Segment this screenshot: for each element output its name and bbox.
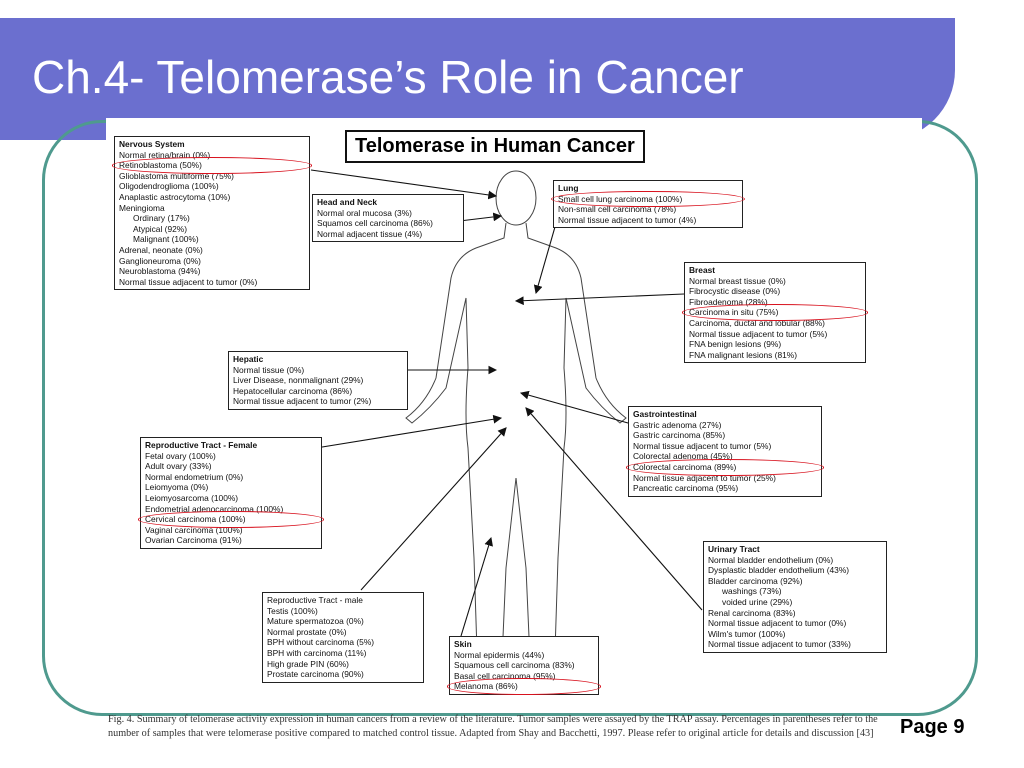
- list-item: Vaginal carcinoma (100%): [145, 524, 243, 535]
- box-heading: Hepatic: [233, 354, 264, 364]
- list-item: BPH without carcinoma (5%): [267, 637, 375, 648]
- list-item: Anaplastic astrocytoma (10%): [119, 191, 231, 202]
- list-item: Small cell lung carcinoma (100%): [551, 190, 745, 207]
- list-item: FNA malignant lesions (81%): [689, 349, 797, 360]
- list-item: High grade PIN (60%): [267, 658, 349, 669]
- list-item: Ovarian Carcinoma (91%): [145, 535, 242, 546]
- list-item: Endometrial adenocarcinoma (100%): [145, 503, 284, 514]
- list-item: Malignant (100%): [133, 234, 199, 245]
- list-item: Testis (100%): [267, 605, 318, 616]
- figure-caption: Fig. 4. Summary of telomerase activity e…: [108, 714, 878, 739]
- box-heading: Reproductive Tract - Female: [145, 440, 258, 450]
- list-item: Leiomyoma (0%): [145, 482, 209, 493]
- list-item: Gastric carcinoma (85%): [633, 430, 726, 441]
- list-item: Dysplastic bladder endothelium (43%): [708, 565, 850, 576]
- box-heading: Head and Neck: [317, 197, 378, 207]
- box-heading: Breast: [689, 265, 716, 275]
- list-item: Retinoblastoma (50%): [112, 157, 312, 174]
- reproductive-male-box: Reproductive Tract - male Testis (100%) …: [262, 592, 424, 683]
- list-item: Bladder carcinoma (92%): [708, 575, 803, 586]
- list-item: Cervical carcinoma (100%): [138, 511, 324, 528]
- title-banner: [0, 0, 955, 140]
- urinary-tract-box: Urinary Tract Normal bladder endothelium…: [703, 541, 887, 653]
- list-item: Non-small cell carcinoma (78%): [558, 204, 677, 215]
- list-item: Basal cell carcinoma (95%): [454, 670, 556, 681]
- list-item: Normal tissue adjacent to tumor (4%): [558, 214, 697, 225]
- list-item: Normal tissue (0%): [233, 364, 305, 375]
- top-margin: [0, 0, 1024, 18]
- list-item: Adult ovary (33%): [145, 461, 212, 472]
- list-item: Fibrocystic disease (0%): [689, 286, 781, 297]
- list-item: Glioblastoma multiforme (75%): [119, 170, 234, 181]
- list-item: Carcinoma in situ (75%): [682, 304, 868, 321]
- body-outline: [405, 170, 627, 684]
- list-item: BPH with carcinoma (11%): [267, 647, 367, 658]
- list-item: Adrenal, neonate (0%): [119, 244, 203, 255]
- list-item: Leiomyosarcoma (100%): [145, 492, 239, 503]
- list-item: Normal breast tissue (0%): [689, 275, 786, 286]
- page-number: Page 9: [900, 716, 965, 738]
- list-item: Fetal ovary (100%): [145, 450, 216, 461]
- list-item: Normal oral mucosa (3%): [317, 207, 412, 218]
- list-item: Meningioma: [119, 202, 165, 213]
- list-item: Normal bladder endothelium (0%): [708, 554, 834, 565]
- reproductive-female-box: Reproductive Tract - Female Fetal ovary …: [138, 437, 324, 549]
- list-item: Ganglioneuroma (0%): [119, 255, 201, 266]
- list-item: Squamos cell carcinoma (86%): [317, 218, 433, 229]
- list-item: Normal tissue adjacent to tumor (0%): [708, 618, 847, 629]
- list-item: Fibroadenoma (28%): [689, 296, 768, 307]
- list-item: voided urine (29%): [722, 596, 793, 607]
- list-item: washings (73%): [722, 586, 782, 597]
- list-item: Atypical (92%): [133, 223, 187, 234]
- list-item: Gastric adenoma (27%): [633, 419, 722, 430]
- hepatic-box: Hepatic Normal tissue (0%) Liver Disease…: [228, 351, 408, 410]
- list-item: Normal tissue adjacent to tumor (2%): [233, 396, 372, 407]
- box-heading: Lung: [558, 183, 579, 193]
- lung-box: Lung Small cell lung carcinoma (100%) No…: [551, 180, 745, 229]
- list-item: Colorectal adenoma (45%): [633, 451, 733, 462]
- figure-title: Telomerase in Human Cancer: [345, 130, 645, 163]
- list-item: Normal tissue adjacent to tumor (5%): [689, 328, 828, 339]
- list-item: Normal tissue adjacent to tumor (33%): [708, 639, 851, 650]
- list-item: Prostate carcinoma (90%): [267, 669, 364, 680]
- box-heading: Skin: [454, 639, 472, 649]
- list-item: Carcinoma, ductal and lobular (88%): [689, 317, 825, 328]
- list-item: Normal adjacent tissue (4%): [317, 228, 423, 239]
- breast-box: Breast Normal breast tissue (0%) Fibrocy…: [682, 262, 868, 364]
- skin-box: Skin Normal epidermis (44%) Squamous cel…: [447, 636, 601, 695]
- gastrointestinal-box: Gastrointestinal Gastric adenoma (27%) G…: [626, 406, 824, 497]
- list-item: Normal prostate (0%): [267, 626, 347, 637]
- list-item: FNA benign lesions (9%): [689, 339, 782, 350]
- list-item: Wilm's tumor (100%): [708, 628, 786, 639]
- list-item: Neuroblastoma (94%): [119, 266, 201, 277]
- list-item: Ordinary (17%): [133, 213, 190, 224]
- box-heading: Nervous System: [119, 139, 185, 149]
- slide-title: Ch.4- Telomerase’s Role in Cancer: [32, 51, 744, 103]
- list-item: Oligodendroglioma (100%): [119, 181, 219, 192]
- list-item: Renal carcinoma (83%): [708, 607, 796, 618]
- head-neck-box: Head and Neck Normal oral mucosa (3%) Sq…: [312, 194, 464, 243]
- list-item: Hepatocellular carcinoma (86%): [233, 385, 353, 396]
- list-item: Normal retina/brain (0%): [119, 149, 211, 160]
- list-item: Normal tissue adjacent to tumor (25%): [633, 472, 776, 483]
- box-heading: Reproductive Tract - male: [267, 595, 363, 605]
- box-heading: Gastrointestinal: [633, 409, 697, 419]
- list-item: Normal epidermis (44%): [454, 649, 545, 660]
- list-item: Mature spermatozoa (0%): [267, 616, 364, 627]
- list-item: Normal tissue adjacent to tumor (0%): [119, 276, 258, 287]
- list-item: Liver Disease, nonmalignant (29%): [233, 375, 364, 386]
- list-item: Melanoma (86%): [447, 678, 601, 695]
- nervous-system-box: Nervous System Normal retina/brain (0%) …: [112, 136, 312, 291]
- list-item: Squamous cell carcinoma (83%): [454, 660, 575, 671]
- list-item: Pancreatic carcinoma (95%): [633, 483, 739, 494]
- box-heading: Urinary Tract: [708, 544, 760, 554]
- list-item: Normal tissue adjacent to tumor (5%): [633, 440, 772, 451]
- list-item: Normal endometrium (0%): [145, 471, 244, 482]
- list-item: Colorectal carcinoma (89%): [626, 459, 824, 476]
